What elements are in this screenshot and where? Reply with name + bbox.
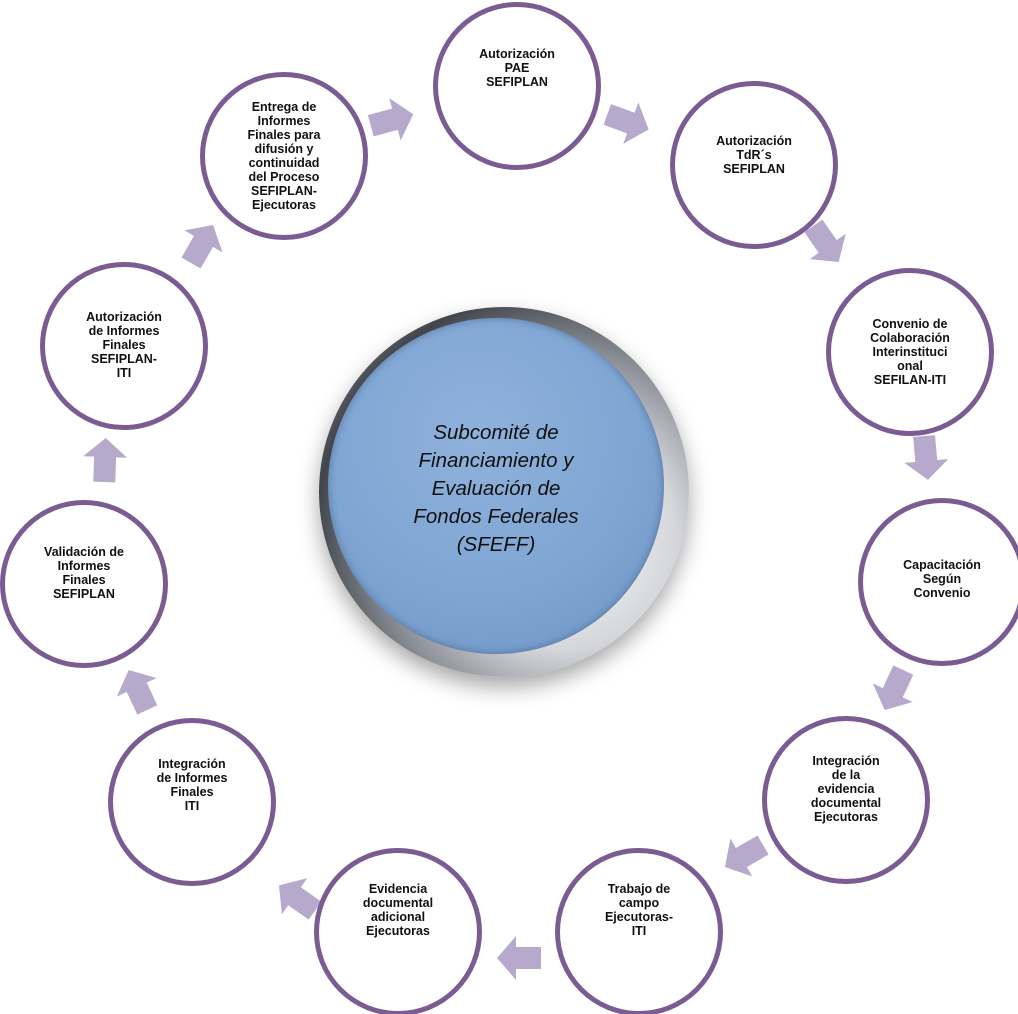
step-label: Capacitación Según Convenio	[903, 558, 981, 600]
arrow-1-to-2	[603, 102, 649, 144]
arrow-6-to-7	[497, 936, 541, 980]
center-title: Subcomité de Financiamiento y Evaluación…	[413, 421, 579, 556]
step-autorizacion-informes: Autorización de Informes Finales SEFIPLA…	[40, 262, 208, 430]
step-label: Evidencia documental adicional Ejecutora…	[362, 882, 434, 938]
center-disc: Subcomité de Financiamiento y Evaluación…	[328, 318, 664, 654]
step-evidencia-adicional: Evidencia documental adicional Ejecutora…	[314, 848, 482, 1014]
step-integracion-evidencia: Integración de la evidencia documental E…	[762, 716, 930, 884]
step-convenio-colaboracion: Convenio de Colaboración Interinstituci …	[826, 268, 994, 436]
step-validacion-informes: Validación de Informes Finales SEFIPLAN	[0, 500, 168, 668]
arrow-4-to-5	[872, 665, 914, 710]
arrow-10-to-11	[181, 224, 223, 269]
step-label: Autorización de Informes Finales SEFIPLA…	[86, 310, 162, 380]
step-trabajo-de-campo: Trabajo de campo Ejecutoras- ITI	[555, 848, 723, 1014]
step-label: Autorización TdR´s SEFIPLAN	[716, 134, 792, 176]
step-label: Entrega de Informes Finales para difusió…	[247, 100, 321, 212]
step-label: Trabajo de campo Ejecutoras- ITI	[604, 882, 674, 938]
step-label: Autorización PAE SEFIPLAN	[479, 47, 555, 89]
arrow-7-to-8	[278, 878, 322, 920]
step-entrega-informes: Entrega de Informes Finales para difusió…	[200, 72, 368, 240]
step-label: Integración de la evidencia documental E…	[810, 754, 882, 824]
arrow-2-to-3	[804, 219, 846, 263]
step-label: Validación de Informes Finales SEFIPLAN	[44, 545, 124, 601]
step-autorizacion-tdrs: Autorización TdR´s SEFIPLAN	[670, 81, 838, 249]
arrow-9-to-10	[83, 438, 128, 483]
arrow-5-to-6	[724, 835, 769, 877]
step-autorizacion-pae: Autorización PAE SEFIPLAN	[433, 2, 601, 170]
arrow-8-to-9	[116, 670, 158, 715]
step-integracion-informes: Integración de Informes Finales ITI	[108, 718, 276, 886]
step-label: Convenio de Colaboración Interinstituci …	[870, 317, 950, 387]
arrow-3-to-4	[904, 435, 949, 480]
step-capacitacion: Capacitación Según Convenio	[858, 498, 1018, 666]
step-label: Integración de Informes Finales ITI	[156, 757, 228, 813]
arrow-11-to-1	[367, 97, 414, 141]
